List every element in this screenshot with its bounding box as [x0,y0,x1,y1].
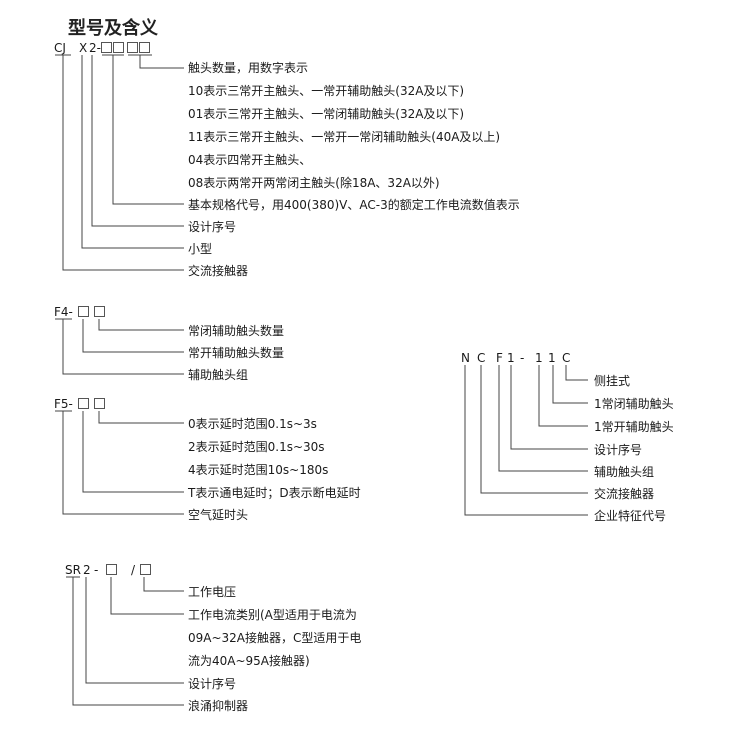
cj-item-7: 设计序号 [188,220,237,234]
sr-bracket-3 [66,576,184,706]
cj-bracket-1 [102,54,184,205]
f4-line-1 [82,319,184,353]
placeholder-box [94,306,105,317]
cj-item-5: 08表示两常开两常闭主触头(除18A、32A以外) [188,176,440,190]
f4-box-2 [94,305,105,319]
ncf-line-1 [552,365,588,404]
cj-item-9: 交流接触器 [188,264,249,278]
ncf-item-4: 辅助触头组 [594,465,655,479]
cj-bracket-4 [55,54,184,271]
f5-item-2: 4表示延时范围10s~180s [188,463,329,477]
sr-box-1 [106,563,117,577]
cj-code-x: X [79,41,88,55]
placeholder-box [101,42,112,53]
cj-line-2 [91,55,184,227]
ncf-char-0: N [461,351,470,365]
cj-code-boxes-b [127,41,150,55]
cj-item-4: 04表示四常开主触头、 [188,153,312,167]
f5-code-prefix: F5- [54,397,73,411]
f5-item-0: 0表示延时范围0.1s~3s [188,417,317,431]
f5-line-1 [82,411,184,493]
f5-box-2 [94,397,105,411]
cj-item-8: 小型 [188,242,213,256]
ncf-char-3: 1 [507,351,515,365]
f4-item-2: 辅助触头组 [188,368,249,382]
cj-item-0: 触头数量，用数字表示 [188,61,309,75]
sr-code-slash: / [131,563,136,577]
sr-item-3: 流为40A~95A接触器) [188,654,310,668]
ncf-char-5: 1 [535,351,543,365]
cj-code-2: 2- [89,41,101,55]
ncf-char-7: C [562,351,571,365]
placeholder-box [106,564,117,575]
sr-code-dash: - [94,563,99,577]
ncf-item-2: 1常开辅助触头 [594,420,674,434]
f5-line-0 [98,411,184,424]
f4-item-1: 常开辅助触头数量 [188,346,285,360]
sr-item-2: 09A~32A接触器，C型适用于电 [188,631,362,645]
ncf-char-2: F [496,351,503,365]
placeholder-box [113,42,124,53]
sr-code-prefix: SR [65,563,81,577]
placeholder-box [139,42,150,53]
f5-item-3: T表示通电延时；D表示断电延时 [188,486,361,500]
placeholder-box [78,398,89,409]
sr-line-0 [143,577,184,592]
cj-item-3: 11表示三常开主触头、一常开一常闭辅助触头(40A及以上) [188,130,501,144]
f4-code-prefix: F4- [54,305,73,319]
cj-line-3 [81,55,184,249]
ncf-item-3: 设计序号 [594,443,643,457]
cj-item-6: 基本规格代号，用400(380)V、AC-3的额定工作电流数值表示 [188,198,520,212]
placeholder-box [94,398,105,409]
f5-item-1: 2表示延时范围0.1s~30s [188,440,325,454]
sr-item-4: 设计序号 [188,677,237,691]
ncf-char-4: - [520,351,525,365]
sr-box-2 [140,563,151,577]
page-title: 型号及含义 [68,18,158,39]
f4-box-1 [78,305,89,319]
ncf-line-4 [498,365,588,472]
ncf-char-6: 1 [548,351,556,365]
f4-item-0: 常闭辅助触头数量 [188,324,285,338]
f4-line-0 [98,319,184,331]
cj-item-1: 10表示三常开主触头、一常开辅助触头(32A及以下) [188,84,465,98]
placeholder-box [140,564,151,575]
cj-item-2: 01表示三常开主触头、一常闭辅助触头(32A及以下) [188,107,465,121]
cj-code-boxes-a [101,41,124,55]
ncf-char-1: C [477,351,486,365]
f4-bracket-2 [55,318,184,375]
ncf-line-0 [565,365,588,381]
sr-item-5: 浪涌抑制器 [188,699,249,713]
ncf-line-2 [538,365,588,427]
ncf-item-0: 侧挂式 [594,374,631,388]
sr-line-2 [85,577,184,684]
f5-bracket-2 [55,410,184,515]
ncf-item-6: 企业特征代号 [594,509,667,523]
ncf-line-6 [464,365,588,516]
placeholder-box [78,306,89,317]
cj-code-prefix: CJ [54,41,66,55]
ncf-item-1: 1常闭辅助触头 [594,397,674,411]
f5-box-1 [78,397,89,411]
sr-item-0: 工作电压 [188,585,237,599]
ncf-line-3 [510,365,588,450]
f5-item-4: 空气延时头 [188,508,249,522]
cj-bracket-0 [128,54,184,69]
sr-code-2: 2 [83,563,91,577]
sr-item-1: 工作电流类别(A型适用于电流为 [188,608,357,622]
sr-line-1 [110,577,184,615]
ncf-item-5: 交流接触器 [594,487,655,501]
ncf-line-5 [480,365,588,494]
placeholder-box [127,42,138,53]
